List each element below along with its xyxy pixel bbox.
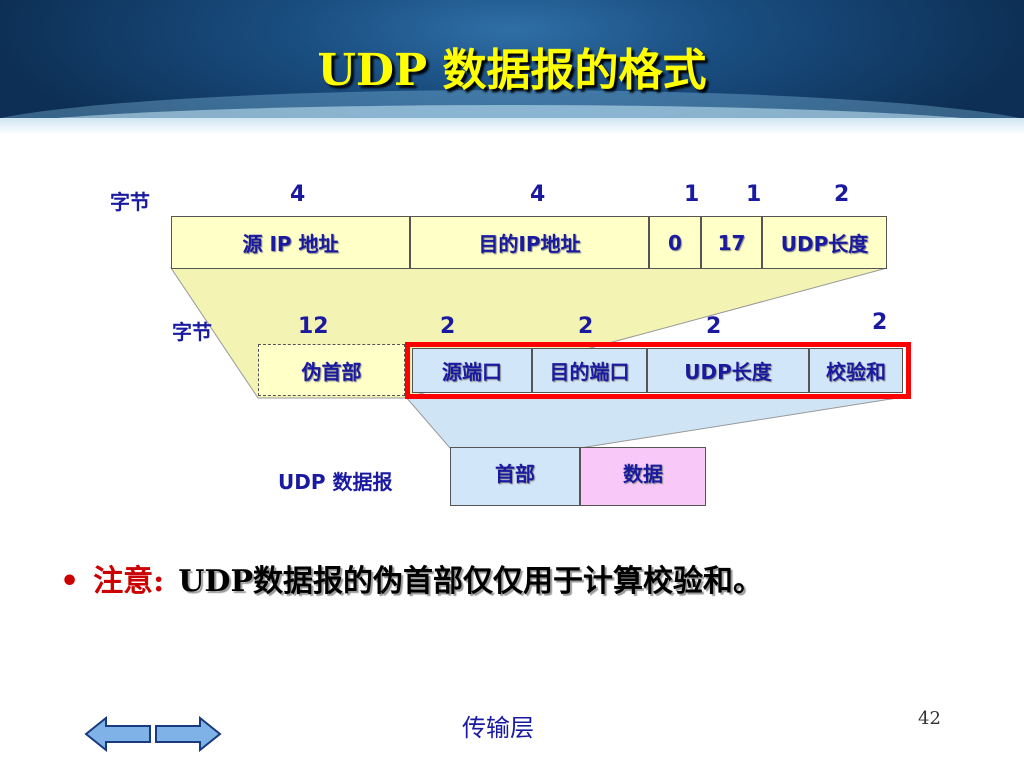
field-protocol: 17 xyxy=(701,216,762,269)
note-line: • 注意: UDP数据报的伪首部仅仅用于计算校验和。 xyxy=(60,556,763,600)
field-src-ip: 源 IP 地址 xyxy=(171,216,410,269)
slide-title: UDP 数据报的格式 xyxy=(317,45,707,96)
size-dst-port: 2 xyxy=(578,314,594,339)
bullet: • xyxy=(60,564,80,599)
size-src-port: 2 xyxy=(440,314,456,339)
datagram-label: UDP 数据报 xyxy=(278,470,393,494)
size-protocol: 1 xyxy=(746,182,762,207)
field-udp-length-2: UDP长度 xyxy=(647,348,809,393)
size-pseudo-header: 12 xyxy=(298,314,329,339)
field-dst-port: 目的端口 xyxy=(532,348,647,393)
datagram-data: 数据 xyxy=(580,447,706,506)
note-keyword: 注意: xyxy=(93,564,165,599)
size-udp-length: 2 xyxy=(834,182,850,207)
highlight-frame xyxy=(405,342,911,399)
size-length: 2 xyxy=(706,314,722,339)
title-banner xyxy=(0,0,1024,135)
field-checksum: 校验和 xyxy=(809,348,903,393)
size-src-ip: 4 xyxy=(290,182,306,207)
note-text: UDP数据报的伪首部仅仅用于计算校验和。 xyxy=(178,564,764,599)
page-number: 42 xyxy=(918,708,941,729)
back-arrow-icon[interactable] xyxy=(84,716,154,752)
field-pseudo-header: 伪首部 xyxy=(258,344,405,396)
field-udp-length: UDP长度 xyxy=(762,216,887,269)
field-dst-ip: 目的IP地址 xyxy=(410,216,649,269)
field-zero: 0 xyxy=(649,216,701,269)
datagram-header: 首部 xyxy=(450,447,580,506)
bytes-label-row2: 字节 xyxy=(172,320,212,344)
bytes-label-row1: 字节 xyxy=(110,190,150,214)
forward-arrow-icon[interactable] xyxy=(152,716,222,752)
size-zero: 1 xyxy=(684,182,700,207)
field-src-port: 源端口 xyxy=(412,348,532,393)
size-checksum: 2 xyxy=(872,310,888,335)
size-dst-ip: 4 xyxy=(530,182,546,207)
footer-label: 传输层 xyxy=(462,714,534,742)
